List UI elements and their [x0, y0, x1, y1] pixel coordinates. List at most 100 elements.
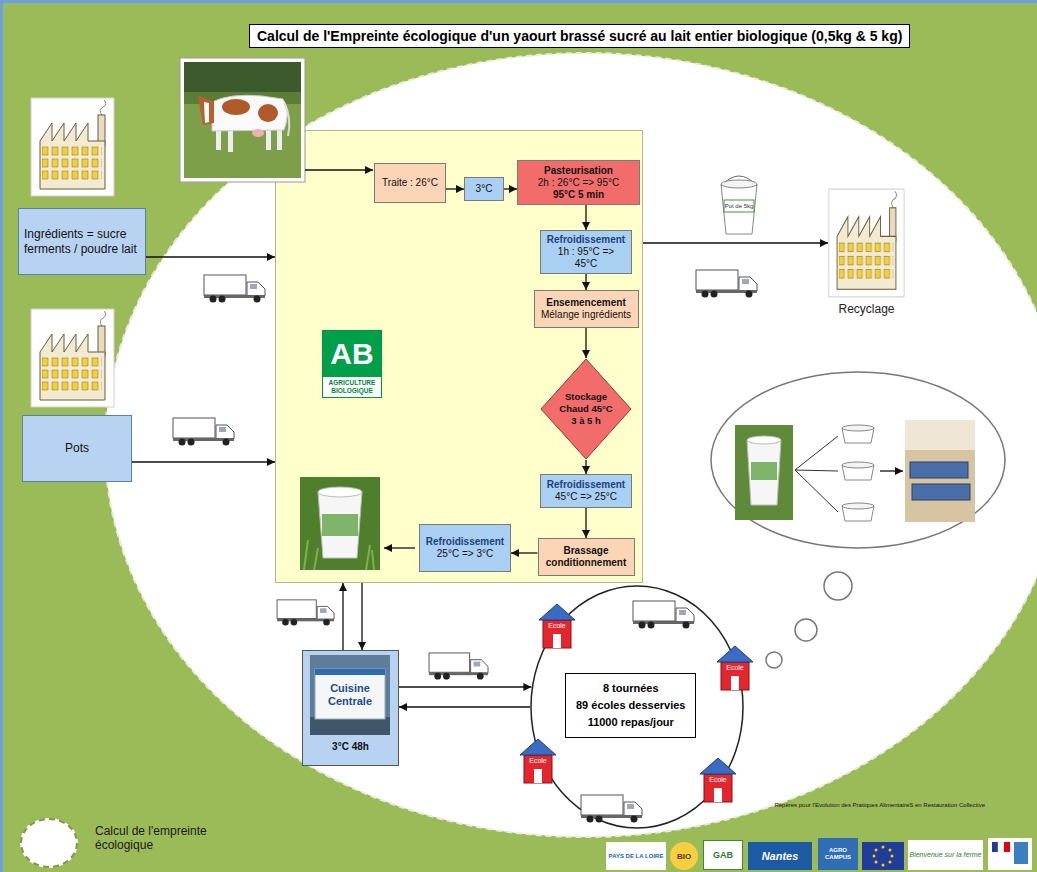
connector-arrow	[132, 461, 275, 462]
logo-box: AGRO CAMPUS	[818, 838, 858, 870]
kitchen-name: Cuisine Centrale	[315, 682, 385, 708]
logo-text: Bienvenue sur la ferme	[910, 851, 982, 859]
box-text: 1h : 95°C => 45°C	[546, 246, 626, 270]
heating-box: Pasteurisation2h : 26°C => 95°C95°C 5 mi…	[517, 160, 640, 205]
summary-text: 89 écoles desservies	[576, 697, 685, 714]
box-text: 3°C	[470, 183, 498, 195]
truck-icon	[173, 418, 234, 446]
cow-photo	[184, 62, 301, 178]
logo-text: AGRO CAMPUS	[818, 847, 858, 861]
connector-arrow	[585, 274, 586, 290]
factory-icon	[31, 98, 114, 196]
thought-bubble	[842, 503, 874, 521]
diamond-text: Stockage	[565, 391, 607, 403]
recycling-plant: Recyclage	[828, 188, 905, 323]
factory-icon	[31, 309, 114, 407]
box-text: 2h : 26°C => 95°C	[523, 177, 634, 189]
cow-photo	[204, 102, 209, 123]
thought-bubble	[735, 425, 793, 520]
eu-flag	[873, 855, 876, 858]
truck-icon	[581, 795, 642, 823]
pot-label: Pot de 5kg	[723, 203, 755, 210]
house-body	[704, 774, 732, 802]
house-door	[553, 634, 561, 648]
loop-ellipse	[531, 586, 743, 828]
eu-flag	[862, 842, 904, 870]
factory-icon	[829, 189, 904, 297]
diamond-text: 3 à 5 h	[571, 415, 601, 427]
box-text: 45°C => 25°C	[546, 491, 626, 503]
government-logo	[988, 838, 1032, 870]
cooling-box: Refroidissement1h : 95°C => 45°C	[540, 230, 632, 274]
cooling-box: Refroidissement45°C => 25°C	[540, 474, 632, 508]
box-text: Pots	[28, 441, 126, 456]
cow-photo	[222, 99, 250, 115]
decision-diamond: StockageChaud 45°C3 à 5 h	[540, 358, 632, 460]
input-box: Ingrédients = sucre ferments / poudre la…	[18, 208, 146, 275]
school-name: Ecole	[721, 663, 749, 672]
cow-photo	[180, 58, 305, 182]
house-label: Ecole	[704, 775, 732, 784]
thought-bubble	[751, 462, 777, 480]
government-logo	[998, 842, 1004, 852]
connector-arrow	[585, 460, 586, 474]
eu-flag	[882, 864, 885, 867]
house-roof	[539, 604, 575, 620]
diamond-text: Chaud 45°C	[559, 403, 612, 415]
cow-photo	[212, 95, 287, 131]
frame-line	[0, 0, 3, 872]
cow-photo	[252, 129, 264, 137]
factory-icon	[828, 188, 905, 298]
cow-photo	[258, 104, 278, 122]
box-text: Pasteurisation	[523, 165, 634, 177]
process-box: EnsemencementMélange ingrédients	[534, 290, 639, 328]
footprint-ellipse	[105, 53, 1037, 837]
logo-text: GAB	[713, 850, 733, 860]
eu-flag	[889, 849, 892, 852]
school-house: Ecole	[539, 603, 575, 649]
logo-caption: AGRICULTURE BIOLOGIQUE	[323, 377, 381, 397]
eu-flag	[882, 846, 885, 849]
thought-bubble	[766, 652, 782, 668]
diagram-title: Calcul de l'Empreinte écologique d'un ya…	[249, 24, 910, 48]
pot-icon	[721, 176, 757, 234]
central-kitchen: Cuisine Centrale 3°C 48h	[302, 650, 399, 766]
connector-arrow	[342, 583, 343, 650]
yogurt-photo	[300, 477, 380, 570]
house-body	[721, 662, 749, 690]
logo-text: PAYS DE LA LOIRE	[609, 853, 664, 860]
process-box: Traite : 26°C	[374, 163, 446, 203]
logo-box: GAB	[703, 840, 743, 870]
house-roof	[700, 758, 736, 774]
sign-text-box: Cuisine Centrale	[315, 675, 385, 715]
photo-ground	[310, 655, 390, 735]
flow-arrow	[384, 547, 415, 548]
cow-photo	[184, 62, 301, 92]
eu-flag	[862, 842, 904, 870]
kitchen-note-box: 3°C 48h	[303, 740, 398, 753]
government-logo	[988, 838, 1032, 870]
connector-arrow	[585, 205, 586, 230]
kitchen-note: 3°C 48h	[303, 740, 398, 753]
school-name: Ecole	[524, 756, 552, 765]
box-text: Refroidissement	[425, 536, 505, 548]
thought-bubble	[842, 425, 874, 443]
truck-icon	[204, 275, 265, 303]
connector-arrow	[585, 508, 586, 538]
truck-icon	[633, 601, 694, 629]
summary-box: 8 tournées89 écoles desservies11000 repa…	[565, 673, 696, 738]
logo-box: BIO	[670, 842, 698, 870]
box-text: Traite : 26°C	[380, 177, 440, 189]
school-house: Ecole	[700, 757, 736, 803]
connector-arrow	[585, 328, 586, 358]
house-label: Ecole	[543, 621, 571, 630]
school-name: Ecole	[704, 775, 732, 784]
government-logo	[1014, 842, 1028, 864]
box-text: 95°C 5 min	[523, 189, 634, 201]
legend-text: Calcul de l'empreinte écologique	[95, 824, 220, 852]
pot-label-box: Pot de 5kg	[723, 203, 755, 210]
house-label: Ecole	[524, 756, 552, 765]
thought-bubble	[795, 619, 817, 641]
